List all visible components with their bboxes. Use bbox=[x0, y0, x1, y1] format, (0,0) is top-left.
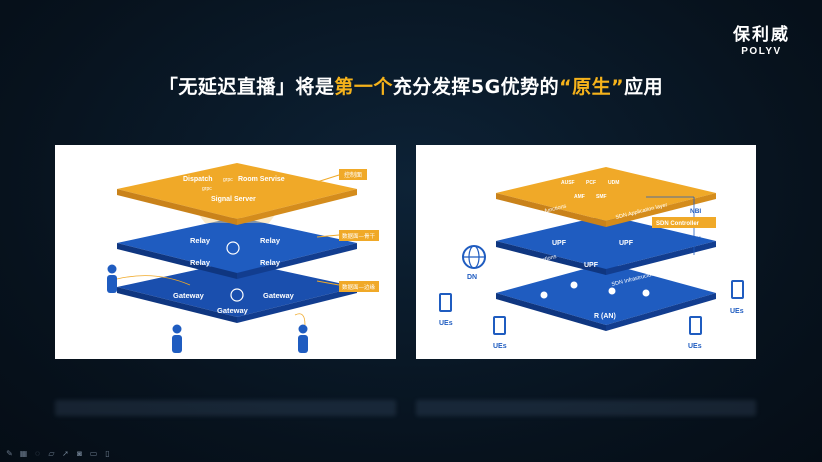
control-plane-tag bbox=[339, 169, 367, 180]
dn-globe-icon bbox=[462, 245, 486, 269]
ue-label-1: UEs bbox=[439, 320, 453, 327]
edge-tag-label: 数据面—边缘 bbox=[342, 283, 376, 291]
sbi-label: SBI bbox=[690, 236, 701, 243]
left-architecture-diagram: Gateway Gateway Gateway Relay Relay Rela… bbox=[55, 145, 396, 359]
udm-label: UDM bbox=[608, 180, 619, 186]
ue-label-4: UEs bbox=[730, 308, 744, 315]
relay-label-3: Relay bbox=[190, 258, 211, 267]
subtitle-placeholder-left bbox=[55, 400, 396, 416]
antenna-icon-3 bbox=[608, 287, 616, 295]
camera-icon[interactable]: ◙ bbox=[77, 449, 82, 458]
control-plane-layer: AUSF PCF UDM AMF SMF Control plane funct… bbox=[496, 167, 716, 227]
relay-label-2: Relay bbox=[260, 236, 281, 245]
dn-label: DN bbox=[467, 274, 477, 281]
user-icon-bottom-right bbox=[298, 324, 308, 353]
brand-name-en: POLYV bbox=[741, 46, 782, 57]
sdn-controller-box bbox=[652, 217, 716, 228]
smf-label: SMF bbox=[596, 194, 607, 200]
ue-label-2: UEs bbox=[493, 343, 507, 350]
relay-layer: Relay Relay Relay Relay bbox=[117, 217, 357, 279]
eraser-icon[interactable]: ▱ bbox=[48, 449, 55, 458]
upf-label-2: UPF bbox=[619, 240, 634, 247]
pen-icon[interactable]: ✎ bbox=[6, 449, 13, 458]
ran-label: R (AN) bbox=[594, 313, 616, 320]
headline-part4: “原生” bbox=[559, 76, 625, 98]
radio-access-layer: R (AN) bbox=[496, 263, 716, 331]
antenna-icon-1 bbox=[540, 291, 548, 299]
right-5g-architecture-diagram: R (AN) UPF UPF UPF User plane functions … bbox=[416, 145, 756, 359]
ue-phone-icon-1 bbox=[439, 293, 452, 312]
edge-tag bbox=[339, 281, 379, 292]
amf-label: AMF bbox=[574, 194, 585, 200]
ue-label-3: UEs bbox=[688, 343, 702, 350]
headline-part3: 充分发挥5G优势的 bbox=[392, 76, 560, 98]
pointer-icon[interactable]: ➚ bbox=[62, 449, 69, 458]
upf-label-3: UPF bbox=[584, 262, 599, 269]
ue-phone-icon-4 bbox=[731, 280, 744, 299]
file-icon[interactable]: ▯ bbox=[105, 449, 110, 458]
pcf-label: PCF bbox=[586, 180, 596, 186]
antenna-icon-4 bbox=[642, 289, 650, 297]
brand-logo: 保利威 POLYV bbox=[733, 20, 790, 57]
user-icon-left bbox=[107, 264, 117, 293]
relay-label-4: Relay bbox=[260, 258, 281, 267]
user-plane-functions-label: User plane functions bbox=[507, 254, 557, 272]
sdn-controller-label: SDN Controller bbox=[656, 221, 700, 227]
room-service-label: Room Servise bbox=[238, 176, 285, 183]
screen-icon[interactable]: ▭ bbox=[89, 449, 98, 458]
slide-headline: 「无延迟直播」将是第一个充分发挥5G优势的“原生”应用 bbox=[0, 72, 822, 99]
gateway-label-2: Gateway bbox=[263, 291, 295, 300]
backbone-tag bbox=[339, 230, 379, 241]
presenter-toolbar: ✎ ▦ ◌ ▱ ➚ ◙ ▭ ▯ bbox=[4, 449, 113, 458]
ausf-label: AUSF bbox=[561, 180, 575, 186]
edge-layer: Gateway Gateway Gateway bbox=[117, 261, 357, 323]
brand-name-cn: 保利威 bbox=[733, 25, 790, 45]
globe-icon bbox=[230, 288, 244, 302]
subtitle-placeholder-right bbox=[416, 400, 756, 416]
dispatch-label: Dispatch bbox=[183, 176, 213, 183]
lasso-icon[interactable]: ◌ bbox=[35, 449, 40, 458]
backbone-tag-label: 数据面—骨干 bbox=[342, 232, 376, 240]
relay-label-1: Relay bbox=[190, 236, 211, 245]
grpc-label-2: grpc bbox=[202, 186, 212, 192]
headline-part1: 「无延迟直播」将是 bbox=[158, 76, 335, 98]
user-icon-bottom-left bbox=[172, 324, 182, 353]
user-plane-layer: UPF UPF UPF User plane functions SDN Inf… bbox=[496, 215, 716, 288]
ue-phone-icon-3 bbox=[689, 316, 702, 335]
upf-label-1: UPF bbox=[552, 240, 567, 247]
relay-hub-icon bbox=[226, 241, 240, 255]
nbi-label: NBI bbox=[690, 208, 701, 215]
signal-server-label: Signal Server bbox=[211, 196, 256, 203]
gateway-label-3: Gateway bbox=[217, 306, 249, 315]
ue-phone-icon-2 bbox=[493, 316, 506, 335]
gateway-label-1: Gateway bbox=[173, 291, 205, 300]
control-layer: Dispatch grpc Room Servise grpc Signal S… bbox=[117, 163, 357, 225]
headline-part2: 第一个 bbox=[334, 76, 393, 98]
grpc-label-1: grpc bbox=[223, 177, 233, 183]
grid-icon[interactable]: ▦ bbox=[19, 449, 28, 458]
antenna-icon-2 bbox=[570, 281, 578, 289]
headline-part5: 应用 bbox=[624, 76, 664, 98]
control-plane-tag-label: 控制面 bbox=[344, 171, 362, 179]
